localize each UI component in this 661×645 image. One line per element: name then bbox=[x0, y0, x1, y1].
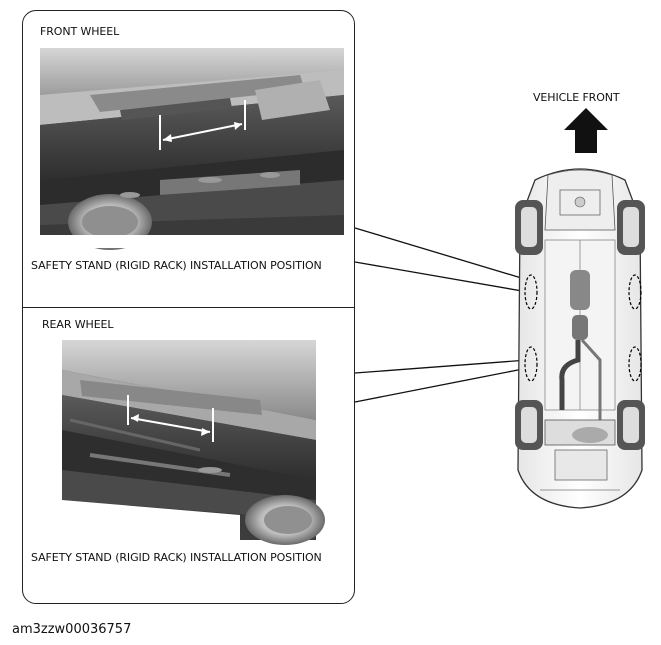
rear-wheel-label: REAR WHEEL bbox=[42, 318, 114, 331]
front-wheel-label: FRONT WHEEL bbox=[40, 25, 120, 38]
rear-position-caption: SAFETY STAND (RIGID RACK) INSTALLATION P… bbox=[31, 551, 322, 564]
front-underbody-image bbox=[40, 48, 344, 250]
vehicle-front-arrow-icon bbox=[564, 108, 608, 153]
rear-underbody-image bbox=[62, 340, 325, 545]
figure-id: am3zzw00036757 bbox=[12, 622, 132, 637]
panel-divider bbox=[22, 307, 355, 308]
leader-lines bbox=[354, 227, 529, 403]
vehicle-front-label: VEHICLE FRONT bbox=[533, 91, 620, 104]
front-position-caption: SAFETY STAND (RIGID RACK) INSTALLATION P… bbox=[31, 259, 322, 272]
vehicle-underside-image bbox=[515, 168, 645, 509]
